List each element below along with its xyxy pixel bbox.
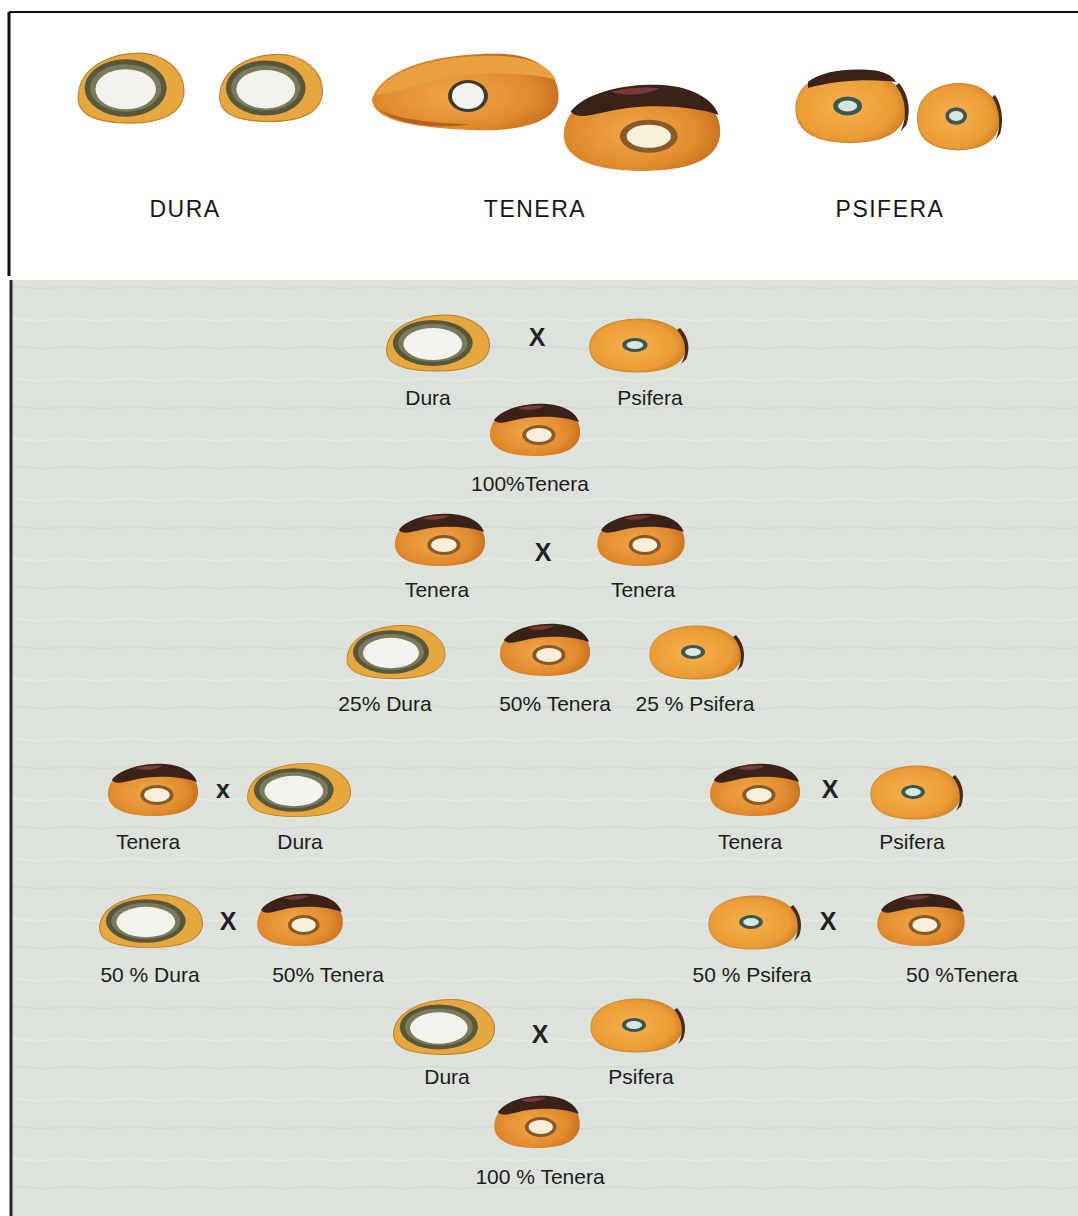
- psifera-fruit: [918, 84, 1003, 150]
- offspring-label: 50 % Dura: [100, 963, 199, 986]
- cross-sign: X: [220, 908, 237, 936]
- dura-fruit: [248, 763, 351, 816]
- cross-sign: X: [822, 776, 839, 804]
- offspring-label: 50% Tenera: [499, 692, 611, 715]
- offspring-label: Psifera: [879, 830, 944, 853]
- tenera-fruit: [877, 894, 964, 946]
- tenera-fruit: [108, 764, 198, 816]
- tenera-fruit: [494, 1096, 580, 1148]
- psifera-fruit: [709, 896, 801, 949]
- dura-fruit: [220, 54, 323, 121]
- offspring-label: 100 % Tenera: [475, 1165, 604, 1188]
- offspring-label: 25% Dura: [338, 692, 431, 715]
- panel-border: [8, 12, 11, 276]
- cross-sign: x: [216, 776, 230, 804]
- offspring-label: 50 %Tenera: [906, 963, 1018, 986]
- offspring-label: Tenera: [611, 578, 675, 601]
- tenera-fruit: [500, 624, 590, 676]
- cross-sign: X: [820, 908, 837, 936]
- offspring-label: Psifera: [608, 1065, 673, 1088]
- tenera-fruit: [257, 894, 343, 946]
- tenera-fruit: [597, 514, 684, 566]
- tenera-fruit: [395, 514, 485, 566]
- psifera-fruit: [590, 319, 689, 372]
- offspring-label: 100%Tenera: [471, 472, 589, 495]
- dura-fruit: [78, 53, 184, 123]
- offspring-label: Tenera: [718, 830, 782, 853]
- psifera-fruit: [871, 766, 963, 819]
- offspring-label: 50 % Psifera: [692, 963, 811, 986]
- offspring-label: Dura: [405, 386, 451, 409]
- psifera-fruit: [808, 70, 896, 89]
- fruit-type-heading: PSIFERA: [836, 197, 945, 222]
- psifera-fruit: [650, 626, 744, 679]
- cross-sign: X: [532, 1021, 549, 1049]
- offspring-label: Dura: [424, 1065, 470, 1088]
- offspring-label: Dura: [277, 830, 323, 853]
- panel-border: [10, 280, 13, 1216]
- dura-fruit: [394, 1000, 495, 1055]
- offspring-label: Tenera: [116, 830, 180, 853]
- tenera-fruit: [564, 85, 720, 171]
- tenera-fruit: [372, 54, 559, 130]
- offspring-label: 50% Tenera: [272, 963, 384, 986]
- tenera-fruit: [490, 404, 580, 456]
- fruit-type-heading: TENERA: [484, 197, 586, 222]
- dura-fruit: [347, 625, 445, 678]
- psifera-fruit: [591, 999, 685, 1052]
- dura-fruit: [387, 315, 490, 371]
- cross-sign: X: [529, 324, 546, 352]
- offspring-label: Tenera: [405, 578, 469, 601]
- dura-fruit: [100, 894, 203, 947]
- offspring-label: Psifera: [617, 386, 682, 409]
- fruit-type-heading: DURA: [149, 197, 220, 222]
- panel-border: [9, 11, 1078, 13]
- offspring-label: 25 % Psifera: [635, 692, 754, 715]
- tenera-fruit: [710, 764, 800, 816]
- cross-sign: X: [535, 539, 552, 567]
- bottom-panel: [10, 280, 1078, 1216]
- top-panel: [9, 12, 1078, 280]
